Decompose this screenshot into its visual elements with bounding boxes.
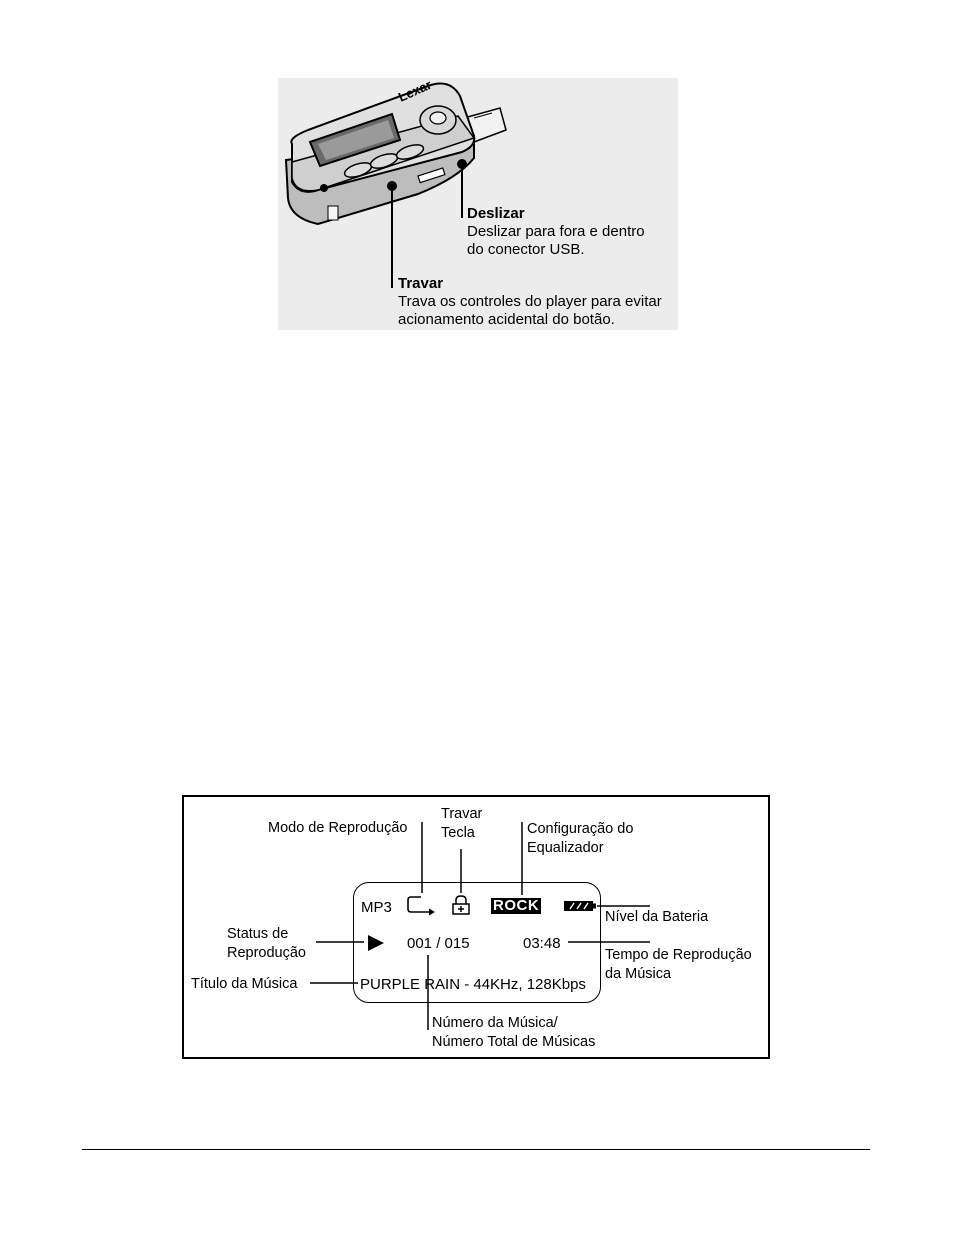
play-status-label-line-1: Status de (227, 926, 289, 942)
play-time-label-line-2: da Música (605, 966, 672, 982)
lcd-diagram-frame (182, 795, 770, 1059)
play-status-label-line-2: Reprodução (227, 945, 306, 961)
slide-callout-title: Deslizar (467, 205, 525, 222)
lcd-play-time: 03:48 (523, 935, 561, 952)
lock-icon (452, 895, 470, 915)
slide-callout: Deslizar Deslizar para fora e dentro do … (467, 205, 645, 259)
device-illustration (278, 78, 678, 330)
equalizer-label-line-2: Equalizador (527, 840, 604, 856)
track-number-label-line-1: Número da Música/ (432, 1015, 558, 1031)
lcd-format: MP3 (361, 899, 392, 916)
lcd-track-number: 001 / 015 (407, 935, 470, 952)
lock-callout-line-2: acionamento acidental do botão. (398, 311, 615, 328)
lock-callout-title: Travar (398, 275, 444, 292)
key-lock-label-line-1: Travar (441, 806, 483, 822)
play-mode-label: Modo de Reprodução (268, 820, 408, 836)
equalizer-label-line-1: Configuração do (527, 821, 634, 837)
equalizer-preset-badge: ROCK (491, 897, 542, 914)
lock-callout: Travar Trava os controles do player para… (398, 275, 662, 329)
battery-level-label: Nível da Bateria (605, 909, 709, 925)
key-lock-label-line-2: Tecla (441, 825, 475, 841)
lcd-song-title: PURPLE RAIN - 44KHz, 128Kbps (360, 976, 586, 993)
battery-icon (564, 901, 596, 911)
slide-callout-line-2: do conector USB. (467, 241, 585, 258)
song-title-label: Título da Música (191, 976, 298, 992)
repeat-icon (407, 896, 435, 916)
footer-rule (82, 1149, 870, 1150)
play-icon (368, 935, 384, 951)
track-number-label-line-2: Número Total de Músicas (432, 1034, 596, 1050)
device-button-3 (395, 144, 425, 160)
play-time-label-line-1: Tempo de Reprodução (605, 947, 752, 963)
lock-callout-line-1: Trava os controles do player para evitar (398, 293, 662, 310)
slide-callout-line-1: Deslizar para fora e dentro (467, 223, 645, 240)
